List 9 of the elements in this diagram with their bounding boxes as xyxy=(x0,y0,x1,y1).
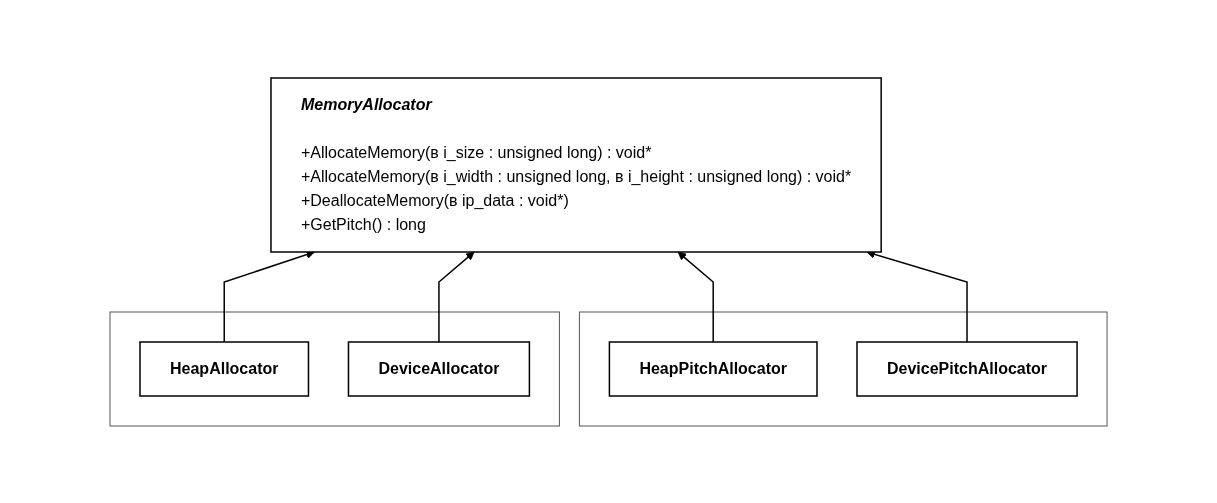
arrow xyxy=(438,251,475,343)
cluster xyxy=(109,311,560,426)
node-box: HeapAllocator xyxy=(139,340,310,397)
node-box: MemoryAllocator +AllocateMemory(в i_size : unsigned long) : void* +AllocateMemory(в i_width : unsigned long, в i_height : unsigned long) : void* +DeallocateMemory(в ip_data : void*) +GetPitch() : long xyxy=(270,76,882,253)
node-box: DevicePitchAllocator xyxy=(856,340,1078,397)
node-box: DeviceAllocator xyxy=(347,340,531,397)
arrow xyxy=(677,251,714,343)
cluster xyxy=(578,311,1108,426)
node-box: HeapPitchAllocator xyxy=(608,340,818,397)
